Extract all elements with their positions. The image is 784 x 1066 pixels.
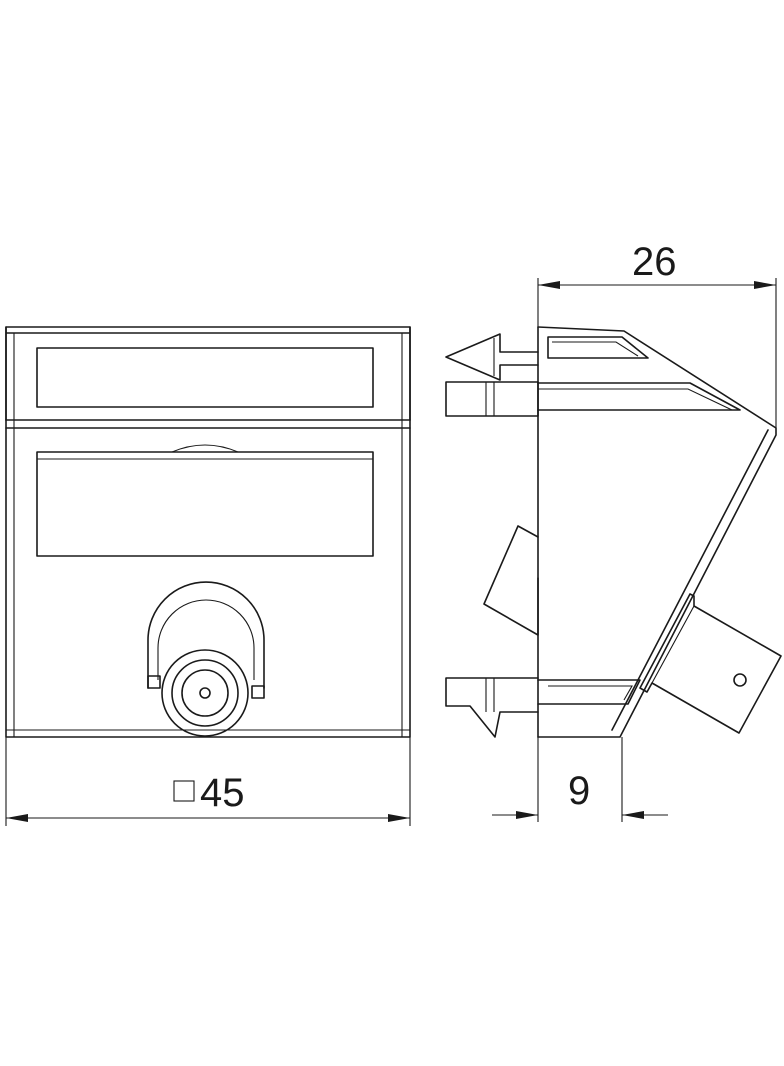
upper-latch-detail [485,382,495,416]
square-symbol-icon [173,780,195,802]
bnc-middle-ring [171,659,239,727]
side-mid-slot-inner [538,388,733,411]
front-bnc-hole [733,673,747,687]
offset-label: 9 [568,769,590,813]
connector-hood-inner [157,599,255,680]
offset-arrow-right [622,811,644,819]
width-arrow-right [388,814,410,822]
front-bnc-flange [651,605,695,684]
side-top-slot [547,336,649,359]
front-view-outline [5,326,411,738]
lower-latch-detail [485,678,495,712]
bnc-pin [199,687,211,699]
side-view [445,326,782,738]
bnc-inner-ring [181,669,229,717]
side-bottom-slot [537,679,641,705]
front-side-edges [13,333,403,737]
connector-hood [147,581,265,689]
front-divider [5,419,411,429]
width-arrow-left [6,814,28,822]
depth-arrow-right [754,281,776,289]
side-mid-slot [537,382,741,411]
offset-arrow-left [516,811,538,819]
front-top-bevel [5,326,411,421]
bnc-outer-ring [161,649,249,737]
front-view [5,326,411,738]
rear-connector-box [483,525,539,636]
width-dimension: 45 [5,737,411,826]
connector-lug-left [147,675,161,689]
depth-dimension: 26 [537,240,777,428]
offset-extension-lines [537,737,623,822]
side-top-slot-inner [552,341,639,357]
side-body-outline [537,326,777,738]
front-bnc-barrel [639,593,782,734]
lower-label-window [36,451,374,557]
depth-arrow-left [538,281,560,289]
side-bottom-slot-inner [548,685,633,701]
width-extension-lines [5,737,411,826]
upper-latch [445,381,539,417]
lower-latch [445,677,539,738]
divider-bump [171,444,239,453]
depth-extension-lines [537,278,777,428]
offset-dimension: 9 [492,737,668,822]
width-label: 45 [200,771,245,815]
depth-label: 26 [632,240,677,284]
connector-lug-right [251,685,265,699]
top-clip [445,333,539,381]
upper-label-window [36,347,374,408]
